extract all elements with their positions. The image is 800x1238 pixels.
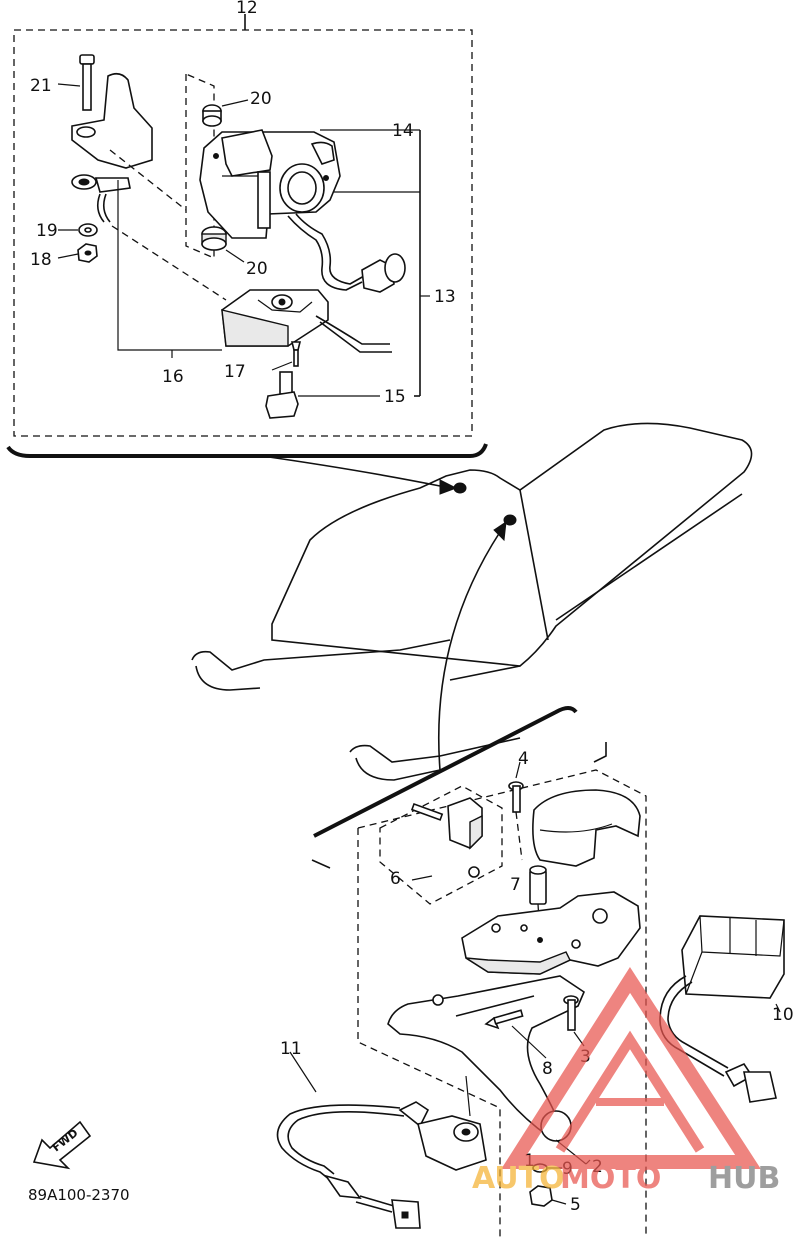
callout-6: 6 <box>390 869 401 889</box>
callout-18: 18 <box>30 250 52 270</box>
callout-21: 21 <box>30 76 52 96</box>
unit-16: 16 <box>117 180 392 387</box>
callout-11: 11 <box>280 1039 302 1059</box>
callout-19: 19 <box>36 221 58 241</box>
inset-assembly-box: 12 <box>6 0 488 458</box>
callout-4: 4 <box>518 749 529 769</box>
control-unit-14: 14 13 <box>199 121 456 396</box>
part-6-group: 6 <box>379 785 503 905</box>
mount-bracket <box>71 72 227 301</box>
nut-18: 18 <box>30 243 98 270</box>
sensor-11: 11 <box>276 1039 487 1229</box>
wire-connector-14 <box>287 213 406 293</box>
callout-12: 12 <box>236 0 258 18</box>
fwd-arrow-icon: FWD <box>32 1120 92 1170</box>
callout-8: 8 <box>542 1059 553 1079</box>
callout-20-top: 20 <box>250 89 272 109</box>
collar-7: 7 <box>510 865 547 937</box>
callout-20-bottom: 20 <box>246 259 268 279</box>
callout-15: 15 <box>384 387 406 407</box>
watermark-hub: HUB <box>708 1161 780 1196</box>
screw-17: 17 <box>224 341 302 382</box>
screw-8: 8 <box>484 1009 553 1079</box>
bolt-15: 15 <box>265 371 420 419</box>
callout-7: 7 <box>510 875 521 895</box>
nut-5: 5 <box>529 1185 581 1215</box>
callout-17: 17 <box>224 362 246 382</box>
drawing-code: 89A100-2370 <box>28 1186 130 1204</box>
callout-14: 14 <box>392 121 414 141</box>
grip-cover <box>532 789 641 867</box>
callout-5: 5 <box>570 1195 581 1215</box>
grommet-20-top: 20 <box>202 89 272 127</box>
bolt-21: 21 <box>30 54 95 111</box>
washer-19: 19 <box>36 221 98 241</box>
grommet-20-bottom: 20 <box>201 226 268 279</box>
callout-16: 16 <box>162 367 184 387</box>
watermark-auto: AUTO <box>472 1161 565 1196</box>
screw-4: 4 <box>508 749 529 861</box>
switch-10: 10 <box>659 915 794 1103</box>
watermark-moto: MOTO <box>560 1161 661 1196</box>
watermark-logo-icon <box>501 967 761 1169</box>
snowmobile-outline <box>191 422 753 781</box>
callout-13: 13 <box>434 287 456 307</box>
automotohub-watermark: AUTO MOTO HUB <box>472 967 780 1196</box>
throttle-housing <box>461 891 641 975</box>
callout-10: 10 <box>772 1005 794 1025</box>
